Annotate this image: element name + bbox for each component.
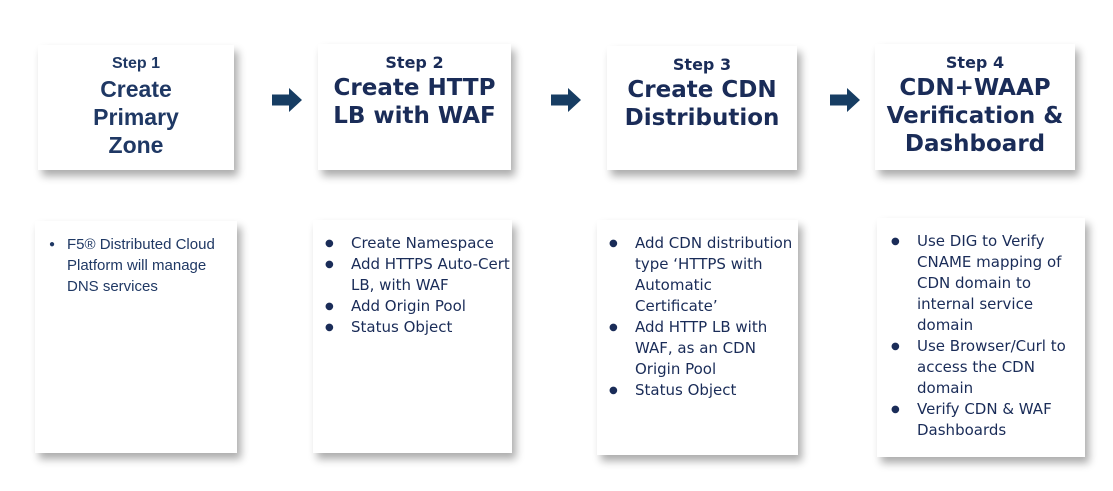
step-label: Step 2 [385, 53, 444, 72]
step-label: Step 4 [945, 53, 1005, 72]
bullet-item: Use DIG to Verify CNAME mapping of CDN d… [889, 231, 1075, 336]
bullet-item: F5® Distributed Cloud Platform will mana… [47, 234, 229, 297]
bullet-list: F5® Distributed Cloud Platform will mana… [47, 234, 229, 297]
step-title: Create Primary Zone [93, 75, 179, 158]
step-card-3: Step 3 Create CDN Distribution [607, 46, 797, 170]
bullet-item: Add HTTP LB with WAF, as an CDN Origin P… [607, 317, 798, 380]
step-card-1: Step 1 Create Primary Zone [38, 45, 234, 170]
bullet-item: Use Browser/Curl to access the CDN domai… [889, 336, 1075, 399]
bullet-item: Add CDN distribution type ‘HTTPS with Au… [607, 233, 798, 317]
step-title: Create CDN Distribution [624, 76, 780, 131]
bullet-item: Add HTTPS Auto-Cert LB, with WAF [323, 254, 512, 296]
bullet-item: Status Object [607, 380, 798, 401]
bullet-list: Use DIG to Verify CNAME mapping of CDN d… [889, 231, 1075, 441]
bullet-list: Add CDN distribution type ‘HTTPS with Au… [607, 233, 798, 401]
step-card-2: Step 2 Create HTTP LB with WAF [318, 44, 511, 170]
detail-card-1: F5® Distributed Cloud Platform will mana… [35, 221, 237, 453]
detail-card-3: Add CDN distribution type ‘HTTPS with Au… [597, 220, 798, 455]
right-block-arrow-icon [551, 88, 581, 112]
detail-card-2: Create NamespaceAdd HTTPS Auto-Cert LB, … [313, 220, 512, 453]
step-title: CDN+WAAP Verification & Dashboard [886, 74, 1064, 157]
bullet-item: Status Object [323, 317, 512, 338]
right-block-arrow-icon [830, 88, 860, 112]
bullet-item: Create Namespace [323, 233, 512, 254]
step-card-4: Step 4 CDN+WAAP Verification & Dashboard [875, 44, 1075, 170]
step-title: Create HTTP LB with WAF [333, 74, 496, 129]
right-block-arrow-icon [272, 88, 302, 112]
bullet-list: Create NamespaceAdd HTTPS Auto-Cert LB, … [323, 233, 512, 338]
bullet-item: Verify CDN & WAF Dashboards [889, 399, 1075, 441]
step-label: Step 1 [111, 55, 160, 72]
step-label: Step 3 [672, 55, 732, 74]
detail-card-4: Use DIG to Verify CNAME mapping of CDN d… [877, 218, 1085, 457]
bullet-item: Add Origin Pool [323, 296, 512, 317]
